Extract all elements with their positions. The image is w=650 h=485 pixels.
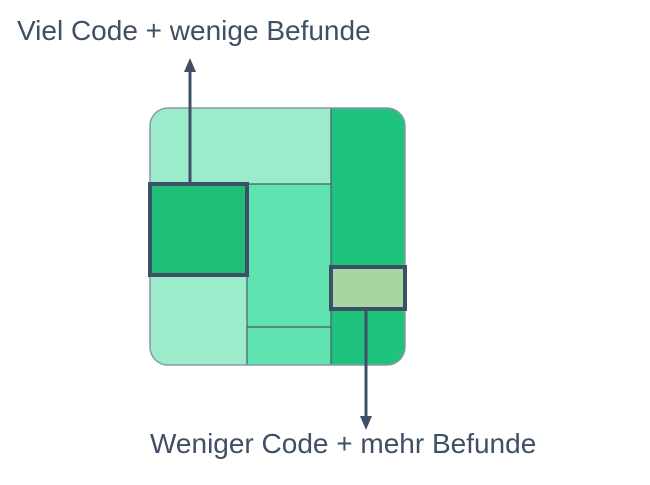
treemap-cells — [150, 108, 405, 365]
cell-highlight-pale — [331, 267, 405, 309]
cell-middle-column — [247, 184, 331, 327]
highlight-box-dark — [148, 182, 249, 277]
cell-middle-bottom — [247, 327, 331, 365]
arrow-down-icon — [360, 309, 372, 430]
top-annotation-label: Viel Code + wenige Befunde — [17, 15, 371, 46]
cell-top-left — [150, 108, 331, 184]
bottom-annotation-label: Weniger Code + mehr Befunde — [150, 428, 537, 459]
cell-right-column — [331, 108, 405, 365]
arrow-up-icon — [184, 58, 196, 184]
highlight-box-pale — [329, 265, 407, 311]
cell-highlight-dark — [150, 184, 247, 275]
cell-bottom-left — [150, 275, 247, 365]
